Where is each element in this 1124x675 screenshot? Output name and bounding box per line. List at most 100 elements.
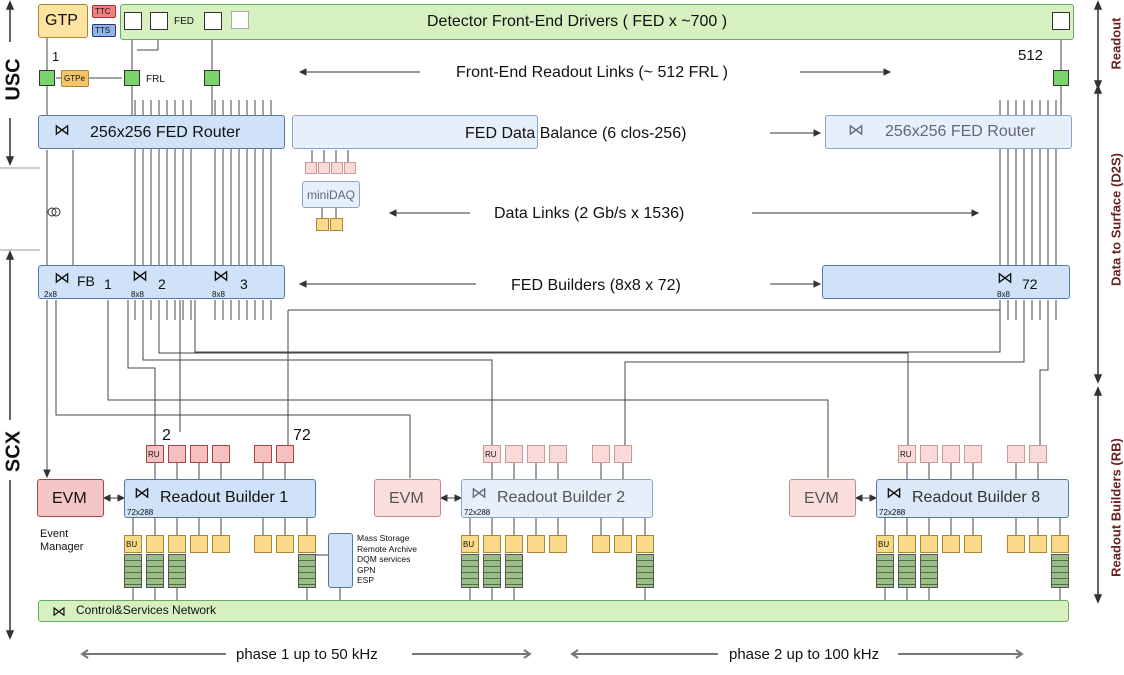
event-manager-line-1: Event	[40, 528, 69, 540]
rb1-bu-8	[298, 535, 316, 553]
ru-label: RU	[148, 450, 160, 459]
evm-1: EVM	[37, 479, 104, 517]
readout-side-label: Readout	[1108, 17, 1124, 70]
minidaq-bu-2	[330, 218, 343, 231]
rb8-sub: 72x288	[879, 508, 906, 517]
bu-label: BU	[878, 540, 890, 549]
minidaq-box	[302, 181, 360, 208]
fed-bar	[120, 4, 1074, 40]
usc-label: USC	[2, 58, 25, 101]
fed-unit-3	[204, 12, 222, 30]
fb2-index: 2	[158, 276, 166, 292]
fb1-switch-icon: ⋈	[54, 270, 70, 287]
rb8-switch-icon: ⋈	[886, 485, 902, 502]
service-item: ESP	[357, 575, 375, 585]
minidaq-ru-1	[305, 162, 317, 174]
rb1-label: Readout Builder 1	[160, 489, 289, 506]
fb3-switch-icon: ⋈	[213, 268, 229, 285]
services-list: Mass Storage Remote Archive DQM services…	[357, 533, 417, 586]
rb2-bu-1: BU	[461, 535, 479, 553]
rb2-label: Readout Builder 2	[497, 489, 626, 506]
rb8-bu-7	[1029, 535, 1047, 553]
rb2-ru-5	[592, 445, 610, 463]
gtpe-box: GTPe	[61, 70, 89, 87]
scx-label: SCX	[2, 430, 25, 473]
ttc-label: TTC	[95, 7, 111, 16]
ru-label: RU	[485, 450, 497, 459]
frl-unit-2	[124, 70, 140, 86]
rb8-bu-4	[942, 535, 960, 553]
control-services-network	[38, 600, 1069, 622]
data-balance-bar	[292, 115, 538, 149]
frl-first-index: 1	[52, 49, 60, 64]
rb2-farm-3	[505, 554, 523, 588]
frl-links-label: Front-End Readout Links (~ 512 FRL )	[456, 64, 728, 81]
frl-unit-last	[1053, 70, 1069, 86]
service-item: DQM services	[357, 554, 411, 564]
phase1-label: phase 1 up to 50 kHz	[236, 646, 378, 663]
rb2-farm-4	[636, 554, 654, 588]
rb1-bu-3	[168, 535, 186, 553]
fed-unit-2	[150, 12, 168, 30]
rb1-ru-1: RU	[146, 445, 164, 463]
rb2-bu-7	[614, 535, 632, 553]
rb1-ru-4	[212, 445, 230, 463]
rb8-ru-5	[1007, 445, 1025, 463]
fed-label: FED	[174, 16, 194, 27]
rb1-bu-4	[190, 535, 208, 553]
rb1-ru-6	[276, 445, 294, 463]
rb1-bu-1: BU	[124, 535, 142, 553]
tts-box: TTS	[92, 24, 116, 37]
rb2-bu-8	[636, 535, 654, 553]
fb72-index: 72	[1022, 276, 1038, 292]
bu-label: BU	[463, 540, 475, 549]
fed-builders-label: FED Builders (8x8 x 72)	[511, 277, 681, 294]
rb1-ru-2	[168, 445, 186, 463]
rb2-ru-1: RU	[483, 445, 501, 463]
rb2-switch-icon: ⋈	[471, 485, 487, 502]
rb8-bu-3	[920, 535, 938, 553]
fed-builders-left	[38, 265, 285, 299]
router-right-switch-icon: ⋈	[848, 122, 864, 139]
fb3-index: 3	[240, 276, 248, 292]
evm-8-label: EVM	[804, 490, 839, 507]
readout-builder-1	[124, 479, 316, 518]
gtpe-label: GTPe	[64, 74, 85, 83]
readout-builder-2	[461, 479, 653, 518]
fb72-sub: 8x8	[997, 290, 1010, 299]
rb2-bu-5	[549, 535, 567, 553]
data-balance-label: FED Data Balance (6 clos-256)	[465, 125, 687, 142]
rb8-ru-6	[1029, 445, 1047, 463]
rb8-bu-1: BU	[876, 535, 894, 553]
fed-router-left	[38, 115, 285, 149]
service-item: GPN	[357, 564, 376, 575]
rb2-bu-3	[505, 535, 523, 553]
data-links-label: Data Links (2 Gb/s x 1536)	[494, 205, 685, 222]
evm-2: EVM	[374, 479, 441, 517]
ru-label: RU	[900, 450, 912, 459]
minidaq-ru-2	[318, 162, 330, 174]
fed-builders-right	[822, 265, 1070, 299]
rb2-sub: 72x288	[464, 508, 491, 517]
network-switch-icon: ⋈	[52, 603, 66, 619]
frl-label: FRL	[146, 74, 165, 85]
router-right-label: 256x256 FED Router	[885, 123, 1036, 140]
frl-unit-3	[204, 70, 220, 86]
rb8-ru-3	[942, 445, 960, 463]
rb1-ru-5	[254, 445, 272, 463]
router-left-label: 256x256 FED Router	[90, 124, 241, 141]
rb8-label: Readout Builder 8	[912, 489, 1041, 506]
evm-1-label: EVM	[52, 490, 87, 507]
service-item: Remote Archive	[357, 543, 417, 554]
fed-unit-last	[1052, 12, 1070, 30]
d2s-side-label: Data to Surface (D2S)	[1108, 153, 1124, 286]
fb1-sub: 2x8	[44, 290, 57, 299]
rb1-farm-4	[298, 554, 316, 588]
tts-label: TTS	[95, 26, 111, 35]
rb8-bu-8	[1051, 535, 1069, 553]
rb2-bu-4	[527, 535, 545, 553]
gtp-label: GTP	[45, 12, 78, 29]
rb2-farm-2	[483, 554, 501, 588]
rb8-farm-3	[920, 554, 938, 588]
network-label: Control&Services Network	[76, 603, 217, 617]
